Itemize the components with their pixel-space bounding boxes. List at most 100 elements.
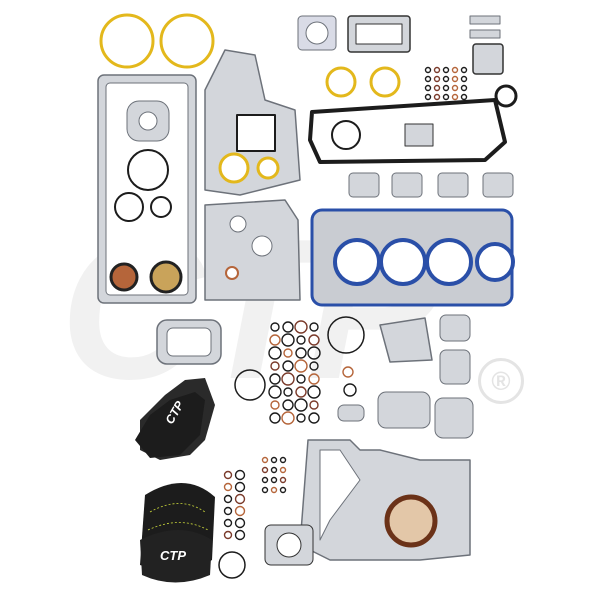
- o-ring-small: [460, 84, 468, 92]
- o-ring-small: [261, 456, 269, 464]
- o-ring-small: [296, 335, 306, 345]
- o-ring-small: [451, 75, 459, 83]
- exhaust-manifold-gaskets: [348, 172, 514, 198]
- o-ring-small: [270, 466, 278, 474]
- o-ring-black: [114, 192, 144, 222]
- o-ring-small: [261, 466, 269, 474]
- o-ring-small: [270, 486, 278, 494]
- rear-crank-seal: [384, 494, 438, 548]
- o-ring-small: [283, 387, 293, 397]
- o-ring-small: [270, 456, 278, 464]
- baseball-cap: CTP: [140, 482, 215, 583]
- o-ring-small: [451, 93, 459, 101]
- o-ring-small: [270, 476, 278, 484]
- o-ring-small: [433, 84, 441, 92]
- o-ring-small: [234, 481, 246, 493]
- o-ring-small: [442, 93, 450, 101]
- o-ring-small: [234, 505, 246, 517]
- o-ring-small: [279, 486, 287, 494]
- o-ring-small: [269, 373, 281, 385]
- o-ring-small: [282, 399, 294, 411]
- work-gloves: CTP: [135, 378, 215, 460]
- o-ring-yellow: [325, 66, 357, 98]
- o-ring-small: [223, 506, 233, 516]
- o-ring-small: [234, 529, 246, 541]
- o-ring-small: [295, 347, 307, 359]
- o-ring-small: [460, 66, 468, 74]
- o-ring-small: [424, 75, 432, 83]
- o-ring-small: [460, 75, 468, 83]
- o-ring-black: [127, 149, 169, 191]
- o-ring-small: [294, 320, 308, 334]
- o-ring-small: [223, 494, 233, 504]
- o-ring-small: [309, 361, 319, 371]
- o-ring-small: [223, 530, 233, 540]
- o-ring-small: [270, 400, 280, 410]
- o-ring-small: [270, 361, 280, 371]
- o-ring-small: [261, 476, 269, 484]
- o-ring-small: [234, 469, 246, 481]
- o-ring-yellow: [369, 66, 401, 98]
- o-ring-small: [451, 84, 459, 92]
- o-ring-small: [308, 373, 320, 385]
- o-ring-small: [268, 346, 282, 360]
- o-ring-small: [308, 412, 320, 424]
- o-ring-black: [234, 369, 266, 401]
- small-o-rings: [223, 66, 468, 541]
- water-pump-gasket: [379, 317, 433, 363]
- o-ring-small: [281, 411, 295, 425]
- o-ring-small: [268, 385, 282, 399]
- gasket: [434, 397, 474, 439]
- o-ring-small: [283, 348, 293, 358]
- o-ring-small: [234, 493, 246, 505]
- o-ring-small: [307, 346, 321, 360]
- o-ring-small: [294, 359, 308, 373]
- o-ring-small: [309, 322, 319, 332]
- registered-trademark-icon: ®: [478, 358, 524, 404]
- turbo-gasket: [472, 43, 504, 75]
- o-ring-small: [343, 383, 357, 397]
- o-ring-small: [451, 66, 459, 74]
- oil-seal: [109, 262, 139, 292]
- o-ring-large: [159, 13, 215, 69]
- o-ring-small: [307, 385, 321, 399]
- o-ring-small: [308, 334, 320, 346]
- o-ring-small: [261, 486, 269, 494]
- o-ring-small: [281, 333, 295, 347]
- o-ring-small: [223, 518, 233, 528]
- gasket: [439, 314, 471, 342]
- o-ring-small: [223, 482, 233, 492]
- o-ring-small: [442, 84, 450, 92]
- o-ring-small: [279, 456, 287, 464]
- o-ring-small: [295, 386, 307, 398]
- o-ring-small: [309, 400, 319, 410]
- o-ring-small: [282, 321, 294, 333]
- o-ring-black: [494, 84, 518, 108]
- o-ring-small: [460, 93, 468, 101]
- o-ring-small: [279, 476, 287, 484]
- o-ring-small: [433, 66, 441, 74]
- o-ring-small: [424, 93, 432, 101]
- o-ring-small: [294, 398, 308, 412]
- o-ring-small: [424, 66, 432, 74]
- o-ring-small: [433, 75, 441, 83]
- o-ring-black: [218, 551, 246, 579]
- o-ring-small: [442, 75, 450, 83]
- o-ring-small: [269, 412, 281, 424]
- o-ring-large: [99, 13, 155, 69]
- o-ring-small: [342, 366, 354, 378]
- cylinder-bores: [333, 238, 515, 286]
- hat-logo: CTP: [160, 548, 186, 563]
- gasket: [337, 404, 365, 422]
- o-ring-small: [424, 84, 432, 92]
- o-ring-small: [279, 466, 287, 474]
- oil-seal: [149, 260, 183, 294]
- o-ring-small: [296, 413, 306, 423]
- o-ring-small: [270, 322, 280, 332]
- o-ring-small: [223, 470, 233, 480]
- o-ring-black: [150, 196, 172, 218]
- o-ring-small: [281, 372, 295, 386]
- o-ring-small: [442, 66, 450, 74]
- o-ring-small: [269, 334, 281, 346]
